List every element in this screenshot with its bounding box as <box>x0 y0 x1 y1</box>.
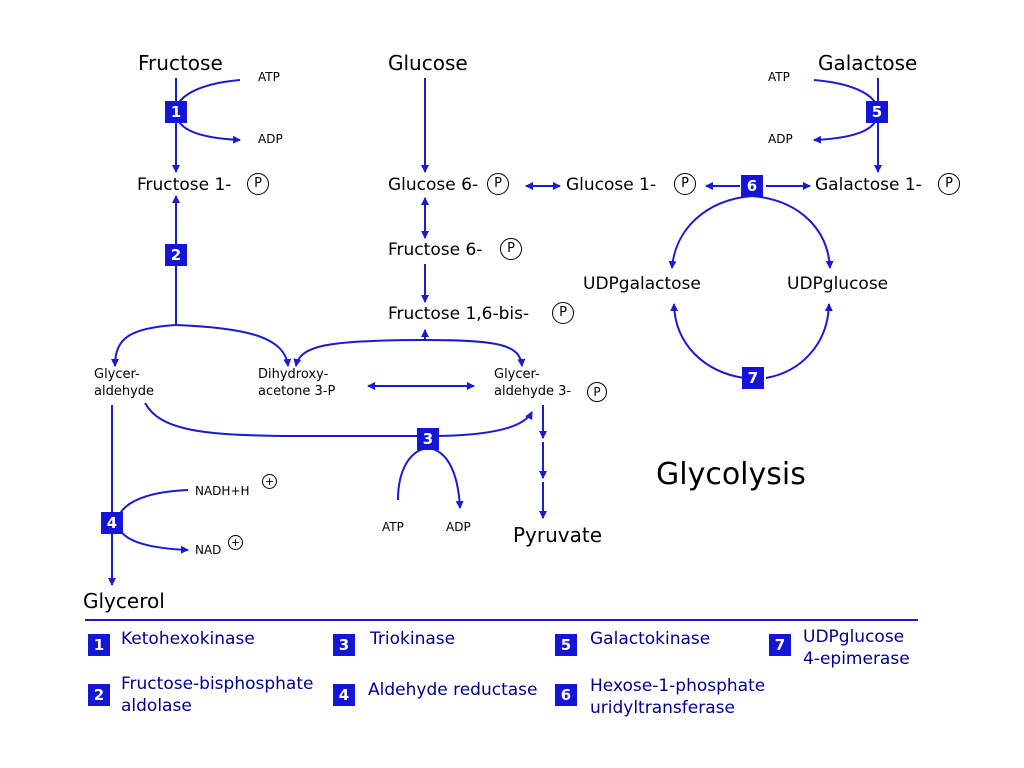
glycerol-label: Glycerol <box>83 589 165 613</box>
arrow-split-glyceraldehyde <box>111 324 177 367</box>
legend-box-1: 1 <box>88 634 110 656</box>
legend-epimerase-line2: 4-epimerase <box>803 649 910 669</box>
legend-box-7: 7 <box>769 634 791 656</box>
fructose-6-phosphate-label: Fructose 6- <box>388 240 483 260</box>
enzyme-7-box: 7 <box>742 367 764 389</box>
glyceraldehyde-label-line1: Glycer- <box>94 367 140 382</box>
legend-aldolase-line1: Fructose-bisphosphate <box>121 674 314 694</box>
galactose-label: Galactose <box>818 51 918 75</box>
legend-aldehyde-reductase: Aldehyde reductase <box>368 680 538 700</box>
arrow-f16bp-to-g3p <box>424 339 526 367</box>
udpglucose-label: UDPglucose <box>787 274 889 294</box>
plus-circle: + <box>228 535 243 550</box>
phosphate-circle: P <box>587 382 607 402</box>
legend-box-4: 4 <box>333 684 355 706</box>
legend-epimerase-line1: UDPglucose <box>803 627 905 647</box>
enzyme-6-box: 6 <box>741 175 763 197</box>
legend-box-3: 3 <box>333 634 355 656</box>
arrow-f16bp-to-dhap <box>293 339 426 367</box>
arrow-split-dhap <box>175 324 292 367</box>
phosphate-circle: P <box>487 173 509 195</box>
arrow-epimerase-to-udpglucose <box>765 303 833 379</box>
legend-divider <box>85 619 918 621</box>
adp-label-5: ADP <box>768 132 793 146</box>
arrow-to-udpglucose <box>751 195 834 269</box>
legend-uridyltransferase-line1: Hexose-1-phosphate <box>590 676 766 696</box>
phosphate-circle: P <box>500 238 522 260</box>
fructose-label: Fructose <box>138 51 223 75</box>
arrow-nadh-to-nad <box>116 489 189 554</box>
adp-label-3: ADP <box>446 520 471 534</box>
glucose-1-phosphate-label: Glucose 1- <box>566 175 657 195</box>
legend-uridyltransferase-line2: uridyltransferase <box>590 698 735 718</box>
atp-label-5: ATP <box>768 70 790 84</box>
legend-galactokinase: Galactokinase <box>590 629 711 649</box>
nadh-label: NADH+H <box>195 484 250 498</box>
legend-ketohexokinase: Ketohexokinase <box>121 629 255 649</box>
udpgalactose-label: UDPgalactose <box>583 274 701 294</box>
legend-triokinase: Triokinase <box>370 629 456 649</box>
diagram-title: Glycolysis <box>656 457 806 492</box>
legend-aldolase-line2: aldolase <box>121 696 192 716</box>
phosphate-circle: P <box>552 302 574 324</box>
enzyme-4-box: 4 <box>101 512 123 534</box>
atp-label-1: ATP <box>258 70 280 84</box>
enzyme-5-box: 5 <box>866 101 888 123</box>
pyruvate-label: Pyruvate <box>513 523 603 547</box>
g3p-label-line2: aldehyde 3- <box>494 384 572 399</box>
nad-label: NAD <box>195 543 222 557</box>
enzyme-3-box: 3 <box>417 428 439 450</box>
galactose-1-phosphate-label: Galactose 1- <box>815 175 922 195</box>
arrow-epimerase-to-udpgalactose <box>670 303 745 379</box>
adp-label-1: ADP <box>258 132 283 146</box>
dhap-label-line1: Dihydroxy- <box>258 367 329 382</box>
atp-label-3: ATP <box>382 520 404 534</box>
arrow-to-udpgalactose <box>668 195 753 269</box>
legend-box-2: 2 <box>88 684 110 706</box>
legend-box-5: 5 <box>555 634 577 656</box>
arrow-glyceraldehyde-to-g3p <box>144 402 533 437</box>
arrow-atp-to-adp-3 <box>397 446 464 509</box>
phosphate-circle: P <box>674 173 696 195</box>
phosphate-circle: P <box>938 173 960 195</box>
legend-box-6: 6 <box>555 684 577 706</box>
glyceraldehyde-label-line2: aldehyde <box>94 384 155 399</box>
phosphate-circle: P <box>247 173 269 195</box>
enzyme-2-box: 2 <box>165 244 187 266</box>
plus-circle: + <box>262 474 277 489</box>
g3p-label-line1: Glycer- <box>494 367 540 382</box>
fructose-1-6-bisphosphate-label: Fructose 1,6-bis- <box>388 304 530 324</box>
glucose-6-phosphate-label: Glucose 6- <box>388 175 479 195</box>
enzyme-1-box: 1 <box>165 101 187 123</box>
fructose-1-phosphate-label: Fructose 1- <box>137 175 232 195</box>
dhap-label-line2: acetone 3-P <box>258 384 336 399</box>
glucose-label: Glucose <box>388 51 468 75</box>
